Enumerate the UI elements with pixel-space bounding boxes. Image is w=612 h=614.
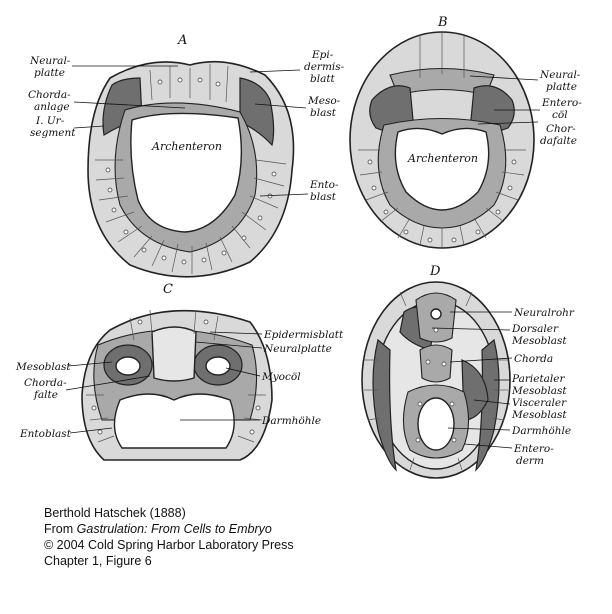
panel-a-meso-label-2: blast	[310, 107, 337, 119]
panel-a-ento-label-2: blast	[310, 191, 337, 203]
caption-book-title: Gastrulation: From Cells to Embryo	[76, 522, 272, 536]
panel-c-chorda-label-2: falte	[33, 389, 58, 401]
panel-d-nuclei	[415, 327, 457, 443]
panel-d-darmhoehle-leader	[447, 427, 511, 431]
panel-b-nuclei	[367, 159, 517, 243]
panel-d-entero-label-2: derm	[516, 455, 544, 467]
panel-c-entoblast-leader	[69, 427, 113, 434]
panel-d-dorsaler-label-1: Dorsaler	[511, 323, 559, 335]
panel-d-visceraler-label-1: Visceraler	[512, 397, 567, 409]
panel-b-chorda-leader	[477, 121, 539, 125]
panel-c-darmhoehle-label: Darmhöhle	[261, 415, 321, 427]
panel-d-dorsaler-leader	[431, 327, 511, 331]
panel-b-archenteron	[394, 127, 490, 211]
panel-a-chorda-label-2: anlage	[34, 101, 70, 113]
caption-author: Berthold Hatschek (1888)	[44, 506, 186, 520]
panel-d-parietaler-label-1: Parietaler	[511, 373, 565, 385]
panel-a-archenteron-label: Archenteron	[151, 140, 222, 153]
panel-c-cell-walls	[86, 309, 266, 443]
panel-b-chorda-label-2: dafalte	[540, 135, 577, 147]
panel-a-epi-label-2: dermis-	[304, 61, 345, 73]
panel-c-myocoel-left	[115, 356, 141, 376]
panel-b-chorda-label-1: Chor-	[546, 123, 576, 135]
panel-d-parietal-left	[372, 338, 397, 472]
panel-c-chorda-leader	[65, 375, 151, 391]
panel-d-chorda-leader	[449, 357, 513, 363]
panel-a-urseg-label-1: I. Ur-	[35, 115, 65, 127]
panel-a-epi-label-3: blatt	[310, 73, 336, 85]
panel-b-neural-label-2: platte	[546, 81, 577, 93]
panel-c-mesoblast-label: Mesoblast	[15, 361, 71, 373]
panel-b-entero-label-1: Entero-	[541, 97, 582, 109]
panel-a-ento-label-1: Ento-	[309, 179, 339, 191]
panel-c-entoblast-label: Entoblast	[19, 428, 72, 440]
panel-a-neural-label-1: Neural-	[29, 55, 71, 67]
panel-d-darmhoehle	[417, 397, 455, 451]
panel-c-nuclei	[91, 319, 261, 435]
panel-d-entero-label-1: Entero-	[513, 443, 554, 455]
panel-c-epidermis-label: Epidermisblatt	[263, 329, 344, 341]
caption-source-prefix: From	[44, 522, 77, 536]
panel-d-parietaler-label-2: Mesoblast	[511, 385, 567, 397]
panel-d-chorda-label: Chorda	[514, 353, 553, 365]
panel-a-chorda-leader	[73, 101, 186, 109]
panel-d-letter: D	[429, 264, 441, 279]
panel-d-neuralrohr-label: Neuralrohr	[513, 307, 575, 319]
panel-b-entero-label-2: cöl	[552, 109, 568, 121]
panel-a-epi-label-1: Epi-	[311, 49, 334, 61]
caption-chapter: Chapter 1, Figure 6	[44, 554, 152, 568]
panel-d-cell-walls	[364, 291, 508, 471]
panel-a-mesoblast-right	[239, 77, 275, 147]
panel-a-meso-label-1: Meso-	[307, 95, 341, 107]
panel-b-neuralplatte	[389, 68, 495, 96]
panel-c-letter: C	[163, 282, 173, 297]
panel-a-cell-walls	[95, 64, 287, 274]
panel-c-chorda	[151, 326, 197, 382]
panel-a-epi-leader	[249, 69, 301, 73]
panel-a-archenteron	[130, 112, 243, 233]
panel-a-meso-leader	[254, 103, 307, 109]
panel-c-chorda-label-1: Chorda-	[24, 377, 67, 389]
panel-c-darmhoehle	[113, 393, 235, 449]
panel-b: B Archenteron Neural- platte Entero-	[349, 15, 582, 249]
panel-a-urseg-leader	[73, 125, 105, 129]
panel-c-mesoblast-leader	[67, 361, 113, 367]
panel-c-myocoel-label: Myocöl	[261, 371, 301, 383]
panel-d: D Neuralrohr Dorsaler Mesoblast Cho	[361, 264, 575, 479]
panel-c-myocoel-right	[205, 356, 231, 376]
panel-c-epidermis-leader	[209, 331, 263, 335]
panel-a: A	[28, 33, 345, 278]
panel-b-cell-walls	[358, 32, 526, 247]
panel-c: C Epidermisblatt Neuralplatte Myocöl Dar…	[15, 282, 344, 461]
panel-a-urseg-label-2: segment	[30, 127, 76, 139]
panel-a-neural-label-2: platte	[34, 67, 65, 79]
panel-d-entero-leader	[463, 443, 513, 449]
panel-a-chorda-label-1: Chorda-	[28, 89, 71, 101]
caption-copyright: © 2004 Cold Spring Harbor Laboratory Pre…	[44, 538, 294, 552]
panel-b-neural-label-1: Neural-	[539, 69, 581, 81]
panel-a-nuclei	[105, 77, 277, 265]
panel-b-neural-leader	[469, 75, 539, 81]
panel-c-myocoel-leader	[225, 367, 261, 377]
figure-caption: Berthold Hatschek (1888) From Gastrulati…	[44, 505, 294, 569]
panel-a-letter: A	[177, 33, 187, 48]
panel-b-archenteron-label: Archenteron	[407, 152, 478, 165]
panel-d-dorsaler-label-2: Mesoblast	[511, 335, 567, 347]
panel-d-visceral-mesoblast	[461, 359, 489, 421]
caption-source: From Gastrulation: From Cells to Embryo	[44, 521, 294, 537]
panel-d-visceraler-leader	[473, 399, 511, 405]
panel-a-ento-leader	[259, 193, 309, 197]
panel-b-letter: B	[437, 15, 448, 30]
panel-c-neuralplatte-leader	[195, 341, 263, 349]
panel-d-chorda	[419, 344, 453, 383]
panel-d-darmhoehle-label: Darmhöhle	[511, 425, 571, 437]
panel-d-neuralrohr-lumen	[430, 308, 442, 320]
panel-c-neuralplatte-label: Neuralplatte	[263, 343, 332, 355]
panel-d-visceraler-label-2: Mesoblast	[511, 409, 567, 421]
